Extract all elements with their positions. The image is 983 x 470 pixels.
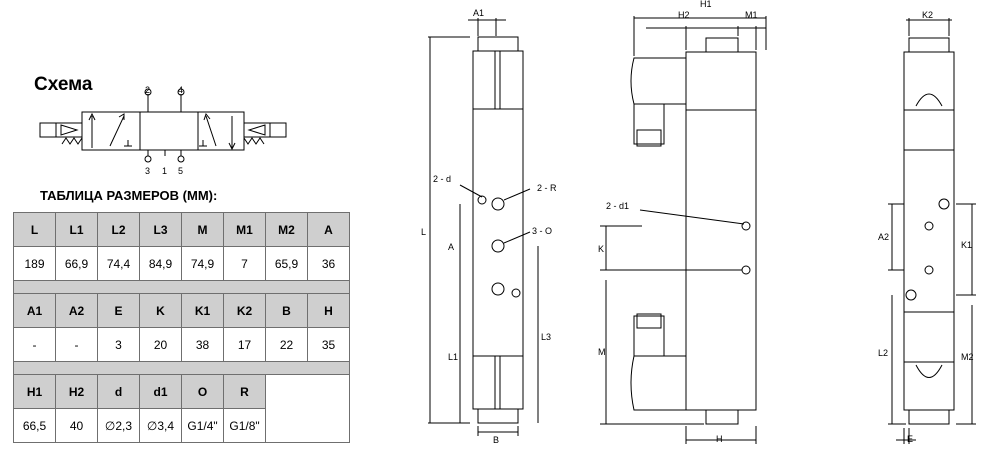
side-label-h: H — [716, 434, 723, 444]
table-header-cell: M — [181, 212, 224, 247]
table-header-cell: d1 — [139, 374, 182, 409]
table-caption: ТАБЛИЦА РАЗМЕРОВ (ММ): — [40, 188, 218, 203]
port-label-3: 3 — [145, 166, 150, 176]
table-header-cell: R — [223, 374, 266, 409]
side-label-m1: M1 — [745, 10, 758, 20]
table-value-cell: ∅2,3 — [97, 408, 140, 443]
table-value-cell: 84,9 — [139, 246, 182, 281]
front-port-o — [491, 239, 505, 253]
table-header-cell: d — [97, 374, 140, 409]
table-value-cell: 74,9 — [181, 246, 224, 281]
table-header-row: A1 A2 E K K1 K2 B H — [13, 293, 350, 328]
end-label-e: E — [907, 434, 913, 444]
front-view — [428, 18, 539, 436]
valve-box-2 — [139, 111, 199, 151]
table-value-row: 189 66,9 74,4 84,9 74,9 7 65,9 36 — [13, 246, 350, 281]
solenoid-right-triangle — [247, 124, 266, 136]
side-bottom-cap — [705, 409, 739, 425]
end-top-cap — [908, 37, 950, 53]
table-header-cell: L1 — [55, 212, 98, 247]
side-label-2d1: 2 - d1 — [606, 201, 629, 211]
end-label-k2: K2 — [922, 10, 933, 20]
table-value-cell: 38 — [181, 327, 224, 362]
end-bottom-cap — [908, 409, 950, 425]
front-port-r-bottom — [491, 282, 505, 296]
table-value-cell: ∅3,4 — [139, 408, 182, 443]
table-value-cell: 66,5 — [13, 408, 56, 443]
end-view — [888, 18, 976, 444]
table-separator — [13, 361, 350, 375]
side-connector-top — [630, 57, 687, 105]
front-bottom-cap — [477, 408, 519, 424]
table-header-cell: H — [307, 293, 350, 328]
front-label-3o: 3 - O — [532, 226, 552, 236]
port-label-1: 1 — [162, 166, 167, 176]
front-label-l: L — [421, 227, 426, 237]
port-label-2: 2 — [145, 85, 150, 95]
side-label-h1: H1 — [700, 0, 712, 9]
table-value-cell: 74,4 — [97, 246, 140, 281]
table-separator — [13, 280, 350, 294]
spring-right — [243, 137, 265, 145]
table-value-cell: 20 — [139, 327, 182, 362]
table-header-cell: B — [265, 293, 308, 328]
table-header-cell: K2 — [223, 293, 266, 328]
side-connector-bottom — [630, 355, 687, 411]
table-value-row: 66,5 40 ∅2,3 ∅3,4 G1/4" G1/8" — [13, 408, 350, 443]
table-header-cell: L3 — [139, 212, 182, 247]
table-empty-cell — [265, 374, 350, 443]
side-label-k: K — [598, 244, 604, 254]
table-header-cell: K — [139, 293, 182, 328]
front-label-l3: L3 — [541, 332, 551, 342]
port-label-4: 4 — [178, 85, 183, 95]
front-label-a1: A1 — [473, 8, 484, 18]
schema-title: Схема — [34, 74, 93, 95]
front-label-l1: L1 — [448, 352, 458, 362]
front-label-2r: 2 - R — [537, 183, 557, 193]
table-header-cell: O — [181, 374, 224, 409]
end-label-a2: A2 — [878, 232, 889, 242]
end-label-k1: K1 — [961, 240, 972, 250]
table-value-cell: 65,9 — [265, 246, 308, 281]
front-label-2d: 2 - d — [433, 174, 451, 184]
end-label-m2: M2 — [961, 352, 974, 362]
table-header-cell: A1 — [13, 293, 56, 328]
valve-schematic — [39, 88, 287, 163]
side-top-cap — [705, 37, 739, 53]
side-view — [600, 16, 767, 444]
table-value-row: - - 3 20 38 17 22 35 — [13, 327, 350, 362]
table-value-cell: 7 — [223, 246, 266, 281]
front-label-a: A — [448, 242, 454, 252]
table-value-cell: 189 — [13, 246, 56, 281]
table-header-cell: K1 — [181, 293, 224, 328]
table-value-cell: G1/8" — [223, 408, 266, 443]
spring-left — [61, 137, 83, 145]
table-value-cell: G1/4" — [181, 408, 224, 443]
table-header-cell: A2 — [55, 293, 98, 328]
solenoid-left — [39, 122, 57, 138]
table-value-cell: 40 — [55, 408, 98, 443]
table-value-cell: 35 — [307, 327, 350, 362]
solenoid-right — [269, 122, 287, 138]
table-value-cell: 17 — [223, 327, 266, 362]
front-top-cap — [477, 36, 519, 52]
end-label-l2: L2 — [878, 348, 888, 358]
front-port-r-top — [491, 197, 505, 211]
front-label-b: B — [493, 435, 499, 445]
table-header-row: L L1 L2 L3 M M1 M2 A — [13, 212, 350, 247]
side-label-h2: H2 — [678, 10, 690, 20]
port-label-5: 5 — [178, 166, 183, 176]
table-header-cell: A — [307, 212, 350, 247]
dimensions-table: L L1 L2 L3 M M1 M2 A 189 66,9 74,4 84,9 … — [13, 212, 350, 443]
table-header-cell: M2 — [265, 212, 308, 247]
table-value-cell: 36 — [307, 246, 350, 281]
solenoid-left-triangle — [60, 124, 79, 136]
side-label-m: M — [598, 347, 606, 357]
table-header-cell: L2 — [97, 212, 140, 247]
table-header-cell: H2 — [55, 374, 98, 409]
table-header-cell: L — [13, 212, 56, 247]
table-header-row: H1 H2 d d1 O R — [13, 374, 350, 443]
